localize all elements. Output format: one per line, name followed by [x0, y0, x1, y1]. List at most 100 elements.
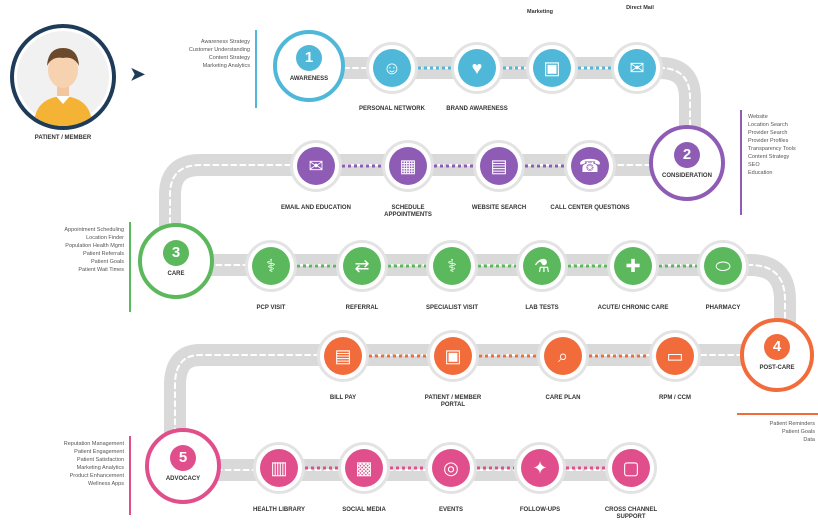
detail-item: Patient Engagement: [74, 449, 124, 455]
step-label: PCP VISIT: [256, 305, 286, 311]
social-media-icon: ▩: [345, 449, 383, 487]
step-1-3-node: ▣: [526, 42, 578, 94]
calendar-icon: ▦: [389, 147, 427, 185]
step-label: PATIENT / MEMBER PORTAL: [424, 395, 482, 408]
stage-name: ADVOCACY: [165, 476, 201, 482]
step-2-1-node: ✉: [290, 140, 342, 192]
portal-icon: ▣: [434, 337, 472, 375]
referral-icon: ⇄: [343, 247, 381, 285]
detail-item: Patient Goals: [90, 259, 124, 265]
detail-item: Patient Goals: [781, 429, 815, 435]
heart-icon: ♥: [458, 49, 496, 87]
step-label: BRAND AWARENESS: [446, 106, 508, 112]
step-label: PERSONAL NETWORK: [359, 106, 425, 112]
step-label: ACUTE/ CHRONIC CARE: [597, 305, 669, 311]
monitor-icon: ▭: [656, 337, 694, 375]
step-4-1-node: ▤: [317, 330, 369, 382]
stage-name: CARE: [167, 271, 185, 277]
network-icon: ✦: [521, 449, 559, 487]
call-center-icon: ☎: [571, 147, 609, 185]
detail-item: Patient Satisfaction: [76, 457, 124, 463]
patient-avatar-icon: [10, 24, 116, 130]
step-label: BILL PAY: [329, 395, 357, 401]
step-label: CROSS CHANNEL SUPPORT: [604, 507, 658, 520]
detail-item: Provider Search: [748, 130, 788, 136]
step-1-1-node: ☺: [366, 42, 418, 94]
step-label: SPECIALIST VISIT: [425, 305, 478, 311]
step-3-5-node: ✚: [607, 240, 659, 292]
stage-number: 4: [764, 334, 790, 360]
step-3-2-node: ⇄: [336, 240, 388, 292]
patient-label: PATIENT / MEMBER: [34, 135, 92, 141]
step-label: CALL CENTER QUESTIONS: [550, 205, 630, 211]
detail-item: Provider Profiles: [748, 138, 789, 144]
detail-item: Reputation Management: [63, 441, 124, 447]
detail-item: Data: [803, 437, 815, 443]
top-label-marketing: Marketing: [527, 9, 553, 15]
step-4-2-node: ▣: [427, 330, 479, 382]
step-2-2-node: ▦: [382, 140, 434, 192]
step-label: CARE PLAN: [545, 395, 581, 401]
care-plan-icon: ⌕: [544, 337, 582, 375]
stage-number: 5: [170, 445, 196, 471]
specialist-icon: ⚕: [433, 247, 471, 285]
detail-item: Population Health Mgmt: [65, 243, 124, 249]
step-1-2-node: ♥: [451, 42, 503, 94]
step-4-4-node: ▭: [649, 330, 701, 382]
step-label: SCHEDULE APPOINTMENTS: [384, 205, 432, 218]
detail-item: Marketing Analytics: [76, 465, 124, 471]
devices-icon: ▢: [612, 449, 650, 487]
mail-icon: ✉: [618, 49, 656, 87]
detail-item: Wellness Apps: [88, 481, 124, 487]
nurse-icon: ✚: [614, 247, 652, 285]
step-2-4-node: ☎: [564, 140, 616, 192]
step-5-1-node: ▥: [253, 442, 305, 494]
detail-item: Patient Referrals: [83, 251, 124, 257]
detail-item: Location Finder: [86, 235, 124, 241]
library-icon: ▥: [260, 449, 298, 487]
stage-name: POST-CARE: [759, 365, 795, 371]
step-5-2-node: ▩: [338, 442, 390, 494]
email-icon: ✉: [297, 147, 335, 185]
stage-number: 1: [296, 45, 322, 71]
step-5-4-node: ✦: [514, 442, 566, 494]
step-label: LAB TESTS: [525, 305, 559, 311]
step-label: WEBSITE SEARCH: [471, 205, 527, 211]
globe-icon: ◎: [432, 449, 470, 487]
detail-item: Patient Wait Times: [78, 267, 124, 273]
step-1-4-node: ✉: [611, 42, 663, 94]
stage-number: 2: [674, 142, 700, 168]
detail-item: Website: [748, 114, 768, 120]
detail-item: Content Strategy: [208, 55, 250, 61]
detail-item: Location Search: [748, 122, 788, 128]
step-label: SOCIAL MEDIA: [342, 507, 386, 513]
step-label: HEALTH LIBRARY: [253, 507, 305, 513]
stage-name: AWARENESS: [289, 76, 329, 82]
step-2-3-node: ▤: [473, 140, 525, 192]
bill-icon: ▤: [324, 337, 362, 375]
website-icon: ▤: [480, 147, 518, 185]
pills-icon: ⬭: [704, 247, 742, 285]
step-5-5-node: ▢: [605, 442, 657, 494]
step-label: REFERRAL: [345, 305, 379, 311]
step-label: RPM / CCM: [659, 395, 691, 401]
arrow-icon: ➤: [130, 64, 146, 84]
detail-item: Patient Reminders: [769, 421, 815, 427]
detail-item: Appointment Scheduling: [64, 227, 124, 233]
person-icon: ☺: [373, 49, 411, 87]
stage-name: CONSIDERATION: [662, 173, 712, 179]
detail-item: Customer Understanding: [188, 47, 250, 53]
step-3-3-node: ⚕: [426, 240, 478, 292]
detail-item: Product Enhancement: [69, 473, 124, 479]
step-3-4-node: ⚗: [516, 240, 568, 292]
doctor-icon: ⚕: [252, 247, 290, 285]
